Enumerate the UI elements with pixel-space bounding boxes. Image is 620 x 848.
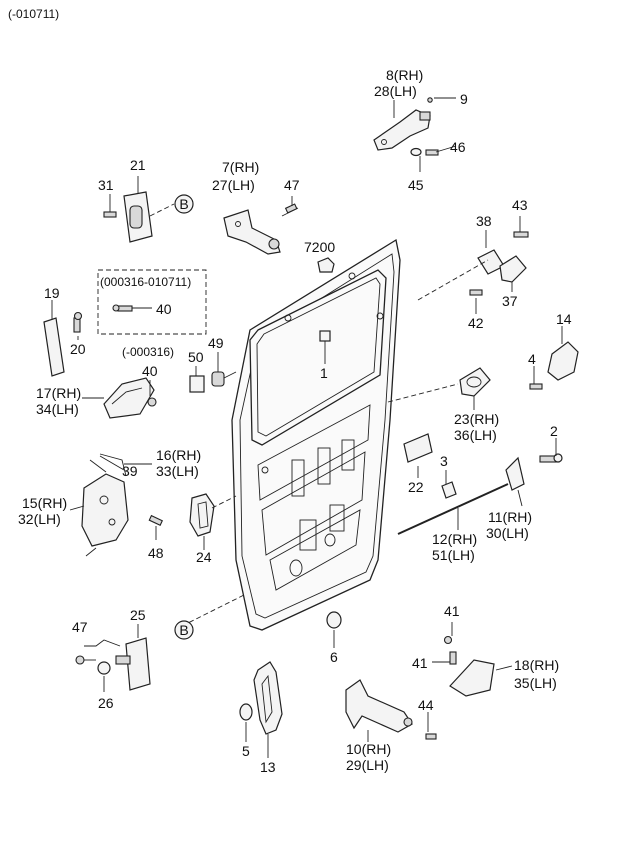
part-2-bolt: [539, 453, 563, 463]
callout-25: 25: [130, 607, 146, 623]
callout-4: 4: [528, 351, 536, 367]
callout-50: 50: [188, 349, 204, 365]
callout-5: 5: [242, 743, 250, 759]
callout-10: 10(RH): [346, 741, 391, 757]
callout-17: 17(RH): [36, 385, 81, 401]
part-14-bracket: [529, 341, 579, 390]
header-code: (-010711): [8, 7, 59, 21]
callout-38: 38: [476, 213, 492, 229]
part-3-clip: [441, 481, 457, 499]
callout-26: 26: [98, 695, 114, 711]
callout-23: 23(RH): [454, 411, 499, 427]
part-24-bezel: [189, 493, 215, 537]
part-13-inside-handle: [239, 661, 283, 735]
part-12-rod: [397, 483, 509, 535]
callout-40-upper: 40: [156, 301, 172, 317]
reference-b-bottom: B: [174, 620, 194, 640]
part-23-grommet: [459, 367, 491, 397]
callout-36: 36(LH): [454, 427, 497, 443]
part-10-lower-hinge: [345, 679, 437, 740]
part-50-pad: [189, 375, 205, 393]
part-49-clip: [211, 371, 237, 387]
part-1-stud: [319, 330, 331, 362]
callout-27: 27(LH): [212, 177, 255, 193]
callout-47-top: 47: [284, 177, 300, 193]
part-22-pad: [403, 433, 433, 463]
callout-labels: 8(RH) 28(LH) 9 46 45 21 7(RH) 27(LH) 47 …: [18, 67, 572, 775]
part-7-upper-hinge: [223, 203, 299, 255]
callout-46: 46: [450, 139, 466, 155]
part-8-hinge-bracket: [373, 97, 439, 157]
range-label-2: (-000316): [122, 345, 174, 359]
callout-48: 48: [148, 545, 164, 561]
callout-14: 14: [556, 311, 572, 327]
callout-32: 32(LH): [18, 511, 61, 527]
callout-43: 43: [512, 197, 528, 213]
part-15-door-latch: [81, 453, 129, 557]
callout-1: 1: [320, 365, 328, 381]
callout-13: 13: [260, 759, 276, 775]
callout-9: 9: [460, 91, 468, 107]
range-label-1: (000316-010711): [100, 275, 191, 289]
part-21-handle-housing: [103, 191, 153, 243]
callout-6: 6: [330, 649, 338, 665]
callout-35: 35(LH): [514, 675, 557, 691]
reference-b-bottom-label: B: [179, 622, 188, 638]
leader-lines: [51, 97, 563, 758]
callout-28: 28(LH): [374, 83, 417, 99]
callout-8: 8(RH): [386, 67, 423, 83]
part-6-plug: [326, 611, 342, 629]
callout-15: 15(RH): [22, 495, 67, 511]
part-18-bracket: [443, 635, 495, 697]
callout-16: 16(RH): [156, 447, 201, 463]
reference-b-top: B: [174, 194, 194, 214]
part-48-screw: [148, 514, 164, 526]
callout-7: 7(RH): [222, 159, 259, 175]
callout-11: 11(RH): [488, 509, 532, 525]
callout-18: 18(RH): [514, 657, 559, 673]
reference-b-top-label: B: [179, 196, 188, 212]
window-opening: [249, 269, 387, 446]
callout-39: 39: [122, 463, 138, 479]
callout-41-top: 41: [444, 603, 460, 619]
callout-22: 22: [408, 479, 424, 495]
callout-41-mid: 41: [412, 655, 428, 671]
part-25-striker: [75, 637, 151, 691]
callout-34: 34(LH): [36, 401, 79, 417]
callout-45: 45: [408, 177, 424, 193]
callout-2: 2: [550, 423, 558, 439]
door-panel: [231, 238, 401, 631]
callout-29: 29(LH): [346, 757, 389, 773]
callout-40-lower: 40: [142, 363, 158, 379]
callout-31: 31: [98, 177, 114, 193]
callout-12: 12(RH): [432, 531, 477, 547]
callout-42: 42: [468, 315, 484, 331]
callout-7200: 7200: [304, 239, 335, 255]
part-11-rod-holder: [505, 456, 525, 491]
callout-21: 21: [130, 157, 146, 173]
callout-3: 3: [440, 453, 448, 469]
callout-51: 51(LH): [432, 547, 475, 563]
callout-30: 30(LH): [486, 525, 529, 541]
callout-19: 19: [44, 285, 60, 301]
callout-20: 20: [70, 341, 86, 357]
callout-33: 33(LH): [156, 463, 199, 479]
part-38-hinge-plate: [469, 231, 529, 296]
callout-44: 44: [418, 697, 434, 713]
callout-47-bottom: 47: [72, 619, 88, 635]
part-7200-label: [317, 257, 335, 273]
callout-24: 24: [196, 549, 212, 565]
part-40-screw: [112, 304, 133, 312]
callout-49: 49: [208, 335, 224, 351]
part-17-handle: [103, 377, 157, 419]
callout-37: 37: [502, 293, 518, 309]
